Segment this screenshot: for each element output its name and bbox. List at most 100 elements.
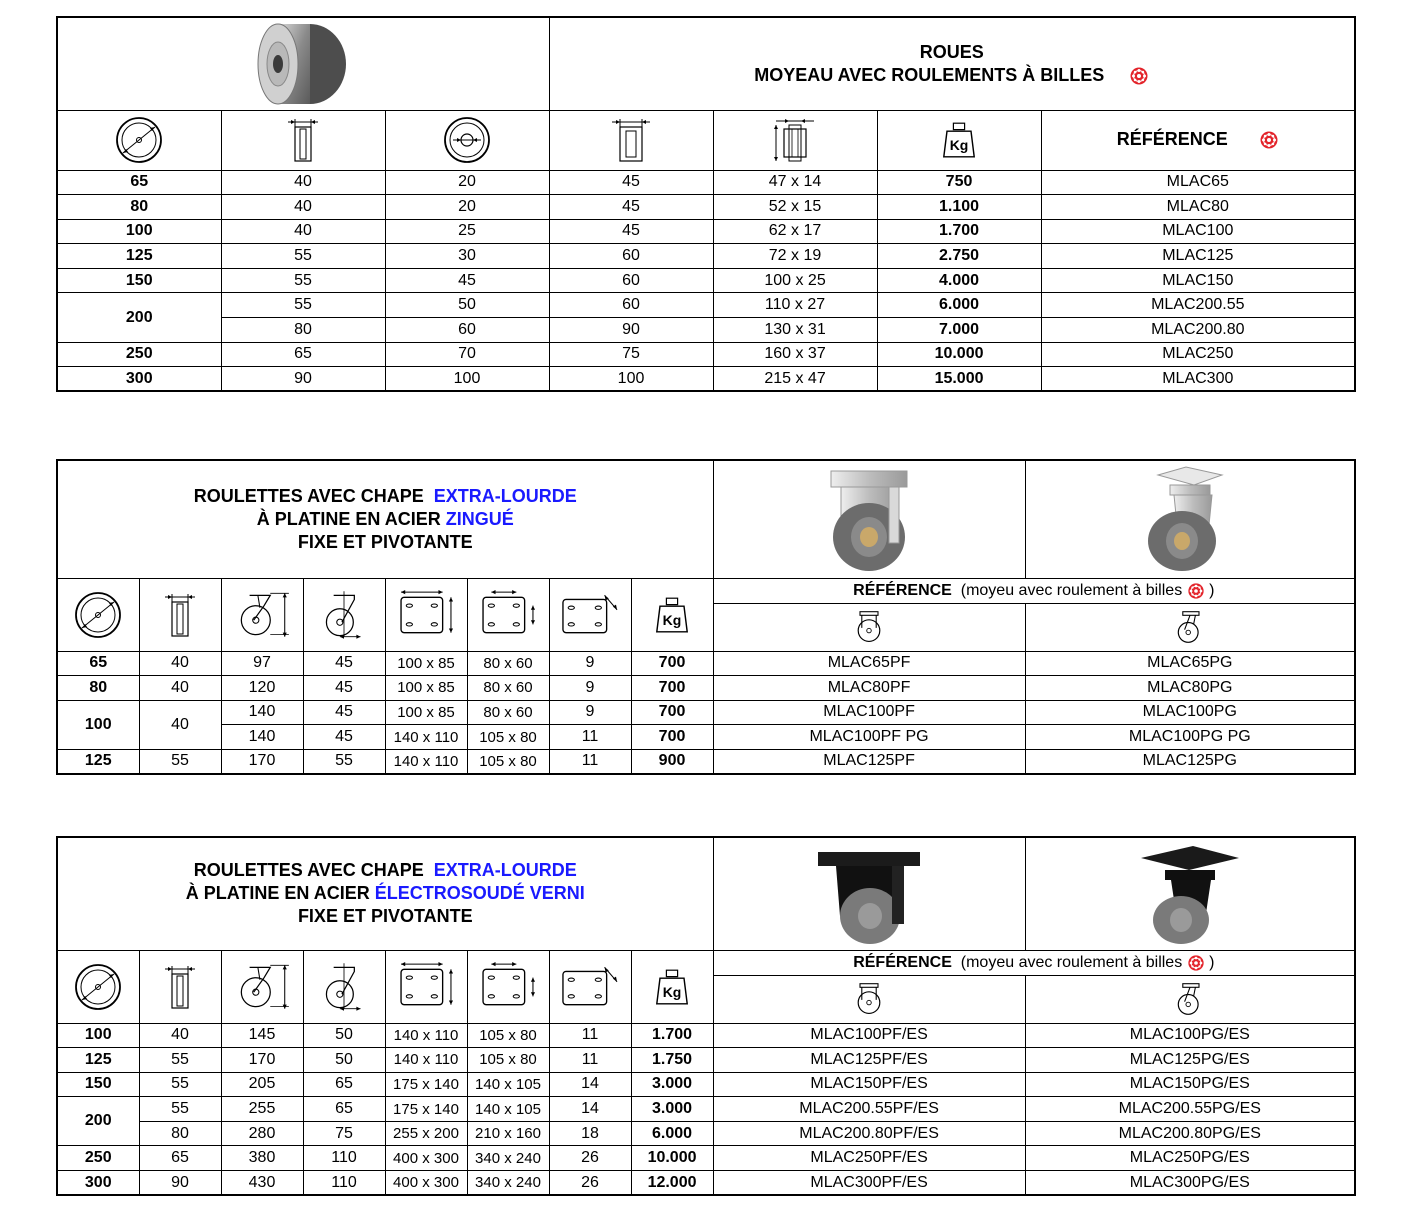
cell-reference: MLAC300 [1040,366,1356,392]
reference-note: (moyeu avec roulement à billes [960,953,1183,971]
welded-title-line3: FIXE ET PIVOTANTE [297,906,473,927]
cell-bore: 20 [384,194,550,220]
cell-bore: 25 [384,218,550,245]
cell-bore: 30 [384,243,550,269]
cell-load: 7.000 [876,317,1042,343]
swivel-offset-icon [313,589,375,641]
cell-height: 205 [220,1071,304,1098]
cell-hub-length: 60 [548,292,714,319]
header-bolt-size [548,949,632,1024]
cell-load: 6.000 [876,292,1042,319]
cell-hole-spacing: 105 x 80 [466,1022,550,1049]
zinc-fixed-caster-photo [830,470,908,572]
cell-offset: 45 [302,724,386,750]
cell-reference: MLAC65 [1040,169,1356,196]
cell-diameter: 125 [56,748,140,775]
cell-width: 55 [220,267,386,294]
hub-length-icon [606,115,656,165]
cell-offset: 110 [302,1145,386,1172]
title-highlight: ZINGUÉ [445,508,514,529]
weight-icon-label: Kg [949,137,969,153]
wheel-photo-cell [56,16,550,111]
cell-hub-length: 75 [548,341,714,368]
header-hole-spacing [466,577,550,652]
cell-reference-fixed: MLAC100PF/ES [712,1022,1026,1049]
header-swivel-offset [302,949,386,1024]
cell-width: 40 [138,650,222,677]
cell-diameter: 100 [56,218,222,245]
cell-bore: 70 [384,341,550,368]
cell-reference-swivel: MLAC65PG [1024,650,1356,677]
cell-reference-fixed: MLAC250PF/ES [712,1145,1026,1172]
cell-height: 120 [220,675,304,701]
cell-plate-size: 175 x 140 [384,1071,468,1098]
cell-width: 55 [138,748,222,775]
cell-hub-length: 90 [548,317,714,343]
cell-diameter: 200 [56,292,222,343]
cell-reference-swivel: MLAC300PG/ES [1024,1170,1356,1196]
wheels-table: ROUES MOYEAU AVEC ROULEMENTS À BILLES Kg… [56,16,1357,393]
cell-reference: MLAC200.80 [1040,317,1356,343]
cell-load: 1.700 [630,1022,714,1049]
header-wheel-diameter [56,109,222,171]
cell-load: 3.000 [630,1071,714,1098]
cell-width: 40 [138,1022,222,1049]
cell-diameter: 200 [56,1096,140,1147]
cell-reference-fixed: MLAC125PF/ES [712,1047,1026,1073]
reference-note-close: ) [1209,581,1215,599]
cell-reference-swivel: MLAC200.55PG/ES [1024,1096,1356,1122]
cell-diameter: 125 [56,1047,140,1073]
cell-reference: MLAC200.55 [1040,292,1356,319]
cell-plate-size: 100 x 85 [384,699,468,726]
wheels-title-text: MOYEAU AVEC ROULEMENTS À BILLES [754,64,1105,85]
cell-reference-swivel: MLAC200.80PG/ES [1024,1120,1356,1147]
wheels-title-cell: ROUES MOYEAU AVEC ROULEMENTS À BILLES [548,16,1356,111]
cell-reference-fixed: MLAC125PF [712,748,1026,775]
cell-hole-spacing: 140 x 105 [466,1096,550,1122]
cell-offset: 50 [302,1022,386,1049]
cell-hole-spacing: 140 x 105 [466,1071,550,1098]
cell-diameter: 80 [56,675,140,701]
cell-load: 1.100 [876,194,1042,220]
title-text: ROULETTES AVEC CHAPE [193,485,424,506]
header-total-height [220,949,304,1024]
cell-hub-length: 45 [548,218,714,245]
cell-hub-length: 100 [548,366,714,392]
cell-width: 80 [220,317,386,343]
bore-diameter-icon [442,115,492,165]
welded-title-line1: ROULETTES AVEC CHAPE EXTRA-LOURDE [58,859,712,882]
cell-diameter: 150 [56,1071,140,1098]
cell-diameter: 150 [56,267,222,294]
cell-plate-size: 400 x 300 [384,1145,468,1172]
weight-icon-label: Kg [662,983,682,1000]
cell-hole-spacing: 210 x 160 [466,1120,550,1147]
cell-reference-swivel: MLAC250PG/ES [1024,1145,1356,1172]
cell-reference-fixed: MLAC65PF [712,650,1026,677]
header-swivel-offset [302,577,386,652]
cell-hole-spacing: 340 x 240 [466,1170,550,1196]
ball-bearing-icon [1129,66,1149,86]
cell-diameter: 65 [56,650,140,677]
title-highlight: EXTRA-LOURDE [433,860,577,881]
cell-plate-size: 140 x 110 [384,724,468,750]
cell-width: 90 [220,366,386,392]
cell-plate-size: 140 x 110 [384,748,468,775]
cell-hole-spacing: 80 x 60 [466,675,550,701]
cell-height: 430 [220,1170,304,1196]
cell-bearing-size: 130 x 31 [712,317,878,343]
cell-plate-size: 175 x 140 [384,1096,468,1122]
cell-bolt-size: 11 [548,724,632,750]
title-text: À PLATINE EN ACIER [256,508,441,529]
cell-width: 65 [138,1145,222,1172]
cell-bearing-size: 47 x 14 [712,169,878,196]
